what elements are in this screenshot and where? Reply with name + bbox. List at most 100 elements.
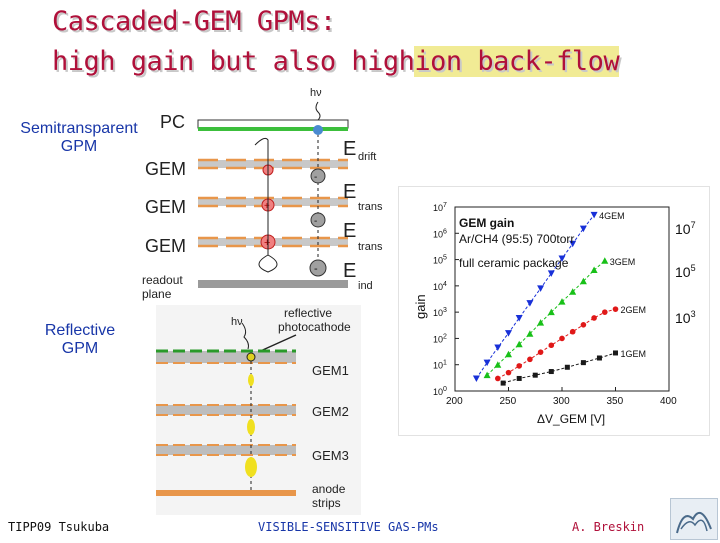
data-point-4gem bbox=[483, 359, 491, 367]
gem-label-1: GEM bbox=[145, 159, 186, 179]
photocathode-label-2: photocathode bbox=[278, 320, 351, 334]
data-point-1gem bbox=[564, 364, 570, 370]
data-point-2gem bbox=[527, 356, 533, 363]
data-point-4gem bbox=[494, 344, 502, 352]
e-ind-label: E bbox=[343, 260, 356, 282]
data-point-3gem bbox=[483, 371, 491, 379]
photoelectron-icon bbox=[246, 352, 256, 362]
e-trans1-sub: trans bbox=[358, 201, 383, 213]
anode-strips bbox=[156, 490, 296, 496]
svg-text:-: - bbox=[314, 172, 317, 183]
chart-title: GEM gain bbox=[459, 216, 514, 230]
series-line-1gem bbox=[503, 352, 616, 384]
data-point-2gem bbox=[537, 349, 544, 355]
data-point-2gem bbox=[495, 375, 501, 382]
gem-label-2: GEM bbox=[145, 197, 186, 217]
semitransparent-gpm-diagram: hν PC GEM GEM GEM readout plane - - - + … bbox=[142, 87, 383, 301]
reflective-label: Reflective GPM bbox=[44, 322, 116, 357]
anode-label-2: strips bbox=[312, 496, 341, 510]
x-tick-label: 350 bbox=[607, 396, 624, 407]
reflective-gem-2 bbox=[156, 404, 296, 416]
slide-title-line2: high gain but also highion back-flow bbox=[52, 46, 620, 77]
svg-text:+: + bbox=[264, 201, 270, 212]
anode-label-1: anode bbox=[312, 482, 346, 496]
gem-label-3: GEM bbox=[145, 236, 186, 256]
svg-text:105: 105 bbox=[675, 263, 696, 280]
footer-left: TIPP09 Tsukuba bbox=[8, 520, 110, 534]
data-point-3gem bbox=[494, 361, 502, 368]
data-point-2gem bbox=[516, 363, 522, 369]
series-line-4gem bbox=[475, 214, 595, 379]
data-point-3gem bbox=[569, 288, 577, 295]
e-trans1-label: E bbox=[343, 181, 356, 203]
gain-marker-1e7: 107 bbox=[671, 217, 709, 239]
y-axis-label: gain bbox=[413, 294, 428, 319]
data-point-4gem bbox=[505, 330, 512, 337]
readout-label-2: plane bbox=[142, 287, 172, 301]
data-point-3gem bbox=[579, 277, 587, 285]
slide-title-line1: Cascaded-GEM GPMs: bbox=[52, 6, 336, 37]
svg-text:+: + bbox=[264, 237, 270, 249]
chart-annotation-gas: Ar/CH4 (95:5) 700torr bbox=[459, 232, 574, 246]
weizmann-logo bbox=[670, 498, 718, 540]
pc-plate bbox=[197, 119, 349, 129]
data-point-4gem bbox=[537, 285, 545, 292]
e-drift-label: E bbox=[343, 138, 356, 160]
electron-icon-1 bbox=[313, 125, 323, 135]
y-tick-label: 105 bbox=[433, 255, 447, 266]
svg-text:-: - bbox=[314, 216, 317, 227]
x-tick-label: 200 bbox=[446, 396, 463, 407]
data-point-2gem bbox=[559, 335, 565, 342]
photon-arrow-top bbox=[315, 101, 321, 121]
gain-marker-1e5: 105 bbox=[671, 261, 709, 283]
series-label-4gem: 4GEM bbox=[599, 211, 625, 221]
data-point-1gem bbox=[613, 350, 618, 356]
data-point-4gem bbox=[590, 211, 598, 219]
photocathode-label-1: reflective bbox=[284, 306, 332, 320]
data-point-4gem bbox=[579, 225, 587, 233]
data-point-1gem bbox=[532, 372, 538, 378]
data-point-3gem bbox=[547, 308, 555, 316]
data-point-2gem bbox=[580, 321, 587, 328]
pc-label: PC bbox=[160, 112, 185, 132]
electron-icon-3 bbox=[310, 212, 326, 228]
footer-right: A. Breskin bbox=[572, 520, 645, 534]
series-label-3gem: 3GEM bbox=[610, 257, 636, 267]
gem1-label: GEM1 bbox=[312, 363, 349, 378]
photon-arrow-bottom bbox=[241, 322, 249, 350]
data-point-3gem bbox=[537, 319, 545, 326]
data-point-1gem bbox=[500, 380, 506, 386]
y-tick-label: 103 bbox=[433, 307, 447, 318]
data-point-2gem bbox=[505, 369, 512, 376]
reflective-gem-1 bbox=[156, 349, 296, 364]
data-point-1gem bbox=[580, 360, 586, 366]
data-point-2gem bbox=[602, 309, 608, 315]
pc-coating bbox=[198, 127, 348, 131]
data-point-3gem bbox=[505, 350, 512, 358]
chart-annotation-package: full ceramic package bbox=[459, 256, 569, 270]
reflective-gpm-diagram: hν reflective photocathode GEM1 GEM2 GEM… bbox=[156, 305, 361, 515]
svg-text:103: 103 bbox=[675, 309, 696, 326]
data-point-1gem bbox=[516, 375, 522, 381]
data-point-2gem bbox=[569, 328, 576, 335]
logo-icon bbox=[676, 511, 712, 534]
photon-label-bottom: hν bbox=[231, 316, 243, 328]
electron-icon-2 bbox=[310, 168, 326, 184]
data-point-4gem bbox=[569, 240, 577, 248]
data-point-3gem bbox=[515, 340, 523, 348]
data-point-4gem bbox=[472, 375, 480, 382]
avalanche-icon-2 bbox=[247, 419, 255, 435]
y-tick-label: 102 bbox=[433, 333, 447, 344]
svg-text:107: 107 bbox=[675, 220, 696, 237]
y-tick-label: 104 bbox=[433, 281, 447, 292]
data-point-4gem bbox=[515, 314, 523, 322]
readout-plane bbox=[198, 280, 348, 288]
data-point-4gem bbox=[547, 270, 555, 277]
e-trans2-label: E bbox=[343, 220, 356, 242]
gem3-label: GEM3 bbox=[312, 448, 349, 463]
data-point-4gem bbox=[526, 300, 534, 307]
data-point-3gem bbox=[601, 257, 609, 264]
data-point-3gem bbox=[590, 266, 598, 274]
